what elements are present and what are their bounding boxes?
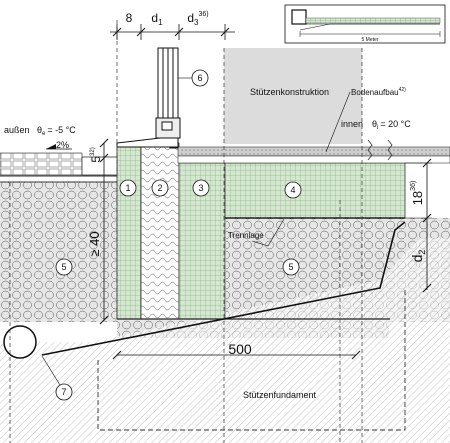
label-slope: 2%: [56, 140, 69, 150]
foundation-outline: [97, 288, 406, 431]
dim-d2: d2: [409, 250, 427, 263]
marker-5-inside: 5: [282, 258, 300, 276]
floor-screed: [177, 146, 450, 157]
svg-text:3: 3: [198, 183, 203, 193]
svg-text:5: 5: [61, 262, 66, 272]
svg-text:6: 6: [197, 73, 202, 83]
dim-5: 532): [89, 147, 103, 162]
svg-text:7: 7: [61, 387, 66, 397]
foundation-slope: [41, 221, 406, 356]
masonry-2: [140, 142, 180, 320]
label-foundation: Stützenfundament: [243, 390, 317, 400]
marker-6: 6: [178, 69, 209, 87]
drainage-pipe: [3, 325, 37, 359]
label-column: Stützenkonstruktion: [250, 87, 329, 97]
svg-text:2: 2: [157, 183, 162, 193]
label-inside: innen: [341, 119, 363, 129]
label-theta-i: θi= 20 °C: [372, 119, 411, 131]
floor-insulation-4: [224, 162, 406, 219]
inset-overview: 5 Meter: [284, 4, 446, 44]
marker-4: 4: [284, 181, 302, 199]
svg-text:5: 5: [288, 262, 293, 272]
exterior-paving: [0, 152, 83, 176]
column-construction: [224, 48, 362, 144]
dim-d1: d1: [151, 11, 163, 27]
window-frame: [155, 47, 181, 149]
slope-arrow: [46, 144, 56, 149]
floor-layer: [177, 155, 450, 164]
dim-ge40: ≥ 40: [87, 231, 102, 256]
label-theta-e: θe= -5 °C: [37, 125, 76, 137]
label-separation: Trennlage: [228, 231, 264, 240]
perimeter-insulation-1: [116, 142, 142, 320]
marker-5-outside: 5: [55, 258, 73, 276]
marker-1: 1: [119, 179, 137, 197]
label-floor-build: Bodenaufbau42): [351, 87, 406, 97]
label-outside: außen: [4, 125, 30, 135]
dim-8: 8: [126, 11, 133, 25]
marker-2: 2: [151, 179, 169, 197]
window-sill: [116, 137, 179, 148]
dim-500: 500: [228, 341, 252, 357]
dim-18: 1836): [410, 181, 425, 206]
marker-7: 7: [41, 355, 73, 401]
drainage-channel: [81, 156, 118, 176]
marker-3: 3: [192, 179, 210, 197]
dim-d3: d336): [187, 11, 208, 27]
gravel-outside: [0, 182, 117, 322]
svg-text:4: 4: [290, 185, 295, 195]
svg-text:1: 1: [125, 183, 130, 193]
soil-hatch: [0, 238, 450, 443]
svg-text:5 Meter: 5 Meter: [362, 37, 379, 43]
